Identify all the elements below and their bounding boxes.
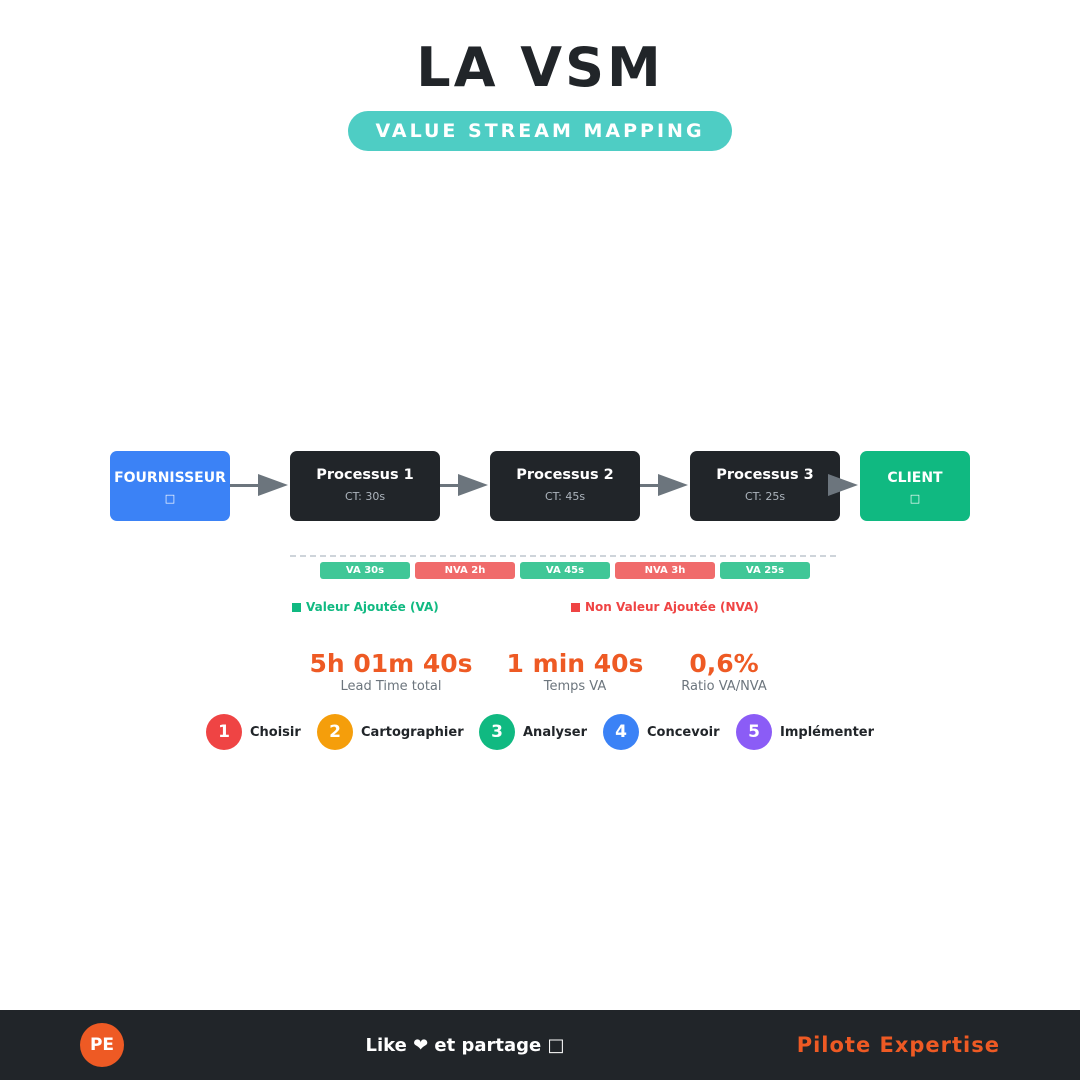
step-label: Analyser: [523, 724, 587, 740]
step-number: 4: [603, 714, 639, 750]
step-label: Implémenter: [780, 724, 875, 740]
step-label: Concevoir: [647, 724, 720, 740]
flow-arrow: [828, 474, 860, 498]
subtitle-badge: VALUE STREAM MAPPING: [348, 111, 732, 151]
timeline-segment-va: VA 30s: [320, 562, 410, 579]
step-number: 3: [479, 714, 515, 750]
step-1: 1 Choisir: [206, 714, 301, 750]
person-icon: □: [909, 492, 921, 505]
step-3: 3 Analyser: [479, 714, 587, 750]
metric-label: Lead Time total: [340, 679, 442, 694]
timeline-segment-nva: NVA 2h: [415, 562, 515, 579]
footer: PE Like ❤ et partage □ Pilote Expertise: [0, 1010, 1080, 1080]
client-node: CLIENT □: [860, 451, 970, 521]
process-node-1: Processus 1 CT: 30s: [290, 451, 440, 521]
step-label: Cartographier: [361, 724, 464, 740]
metric-value: 1 min 40s: [506, 649, 644, 678]
page-title: LA VSM: [416, 36, 664, 99]
flow-arrow: [640, 474, 690, 498]
process-label: Processus 3: [716, 466, 814, 483]
factory-icon: □: [164, 492, 176, 505]
legend-va-label: Valeur Ajoutée (VA): [306, 600, 439, 614]
legend-va: Valeur Ajoutée (VA): [292, 599, 439, 615]
step-number: 1: [206, 714, 242, 750]
timeline-segment-va: VA 25s: [720, 562, 810, 579]
metric-label: Temps VA: [543, 679, 607, 694]
metric-ratio: 0,6% Ratio VA/NVA: [669, 649, 779, 695]
brand-logo: PE: [80, 1023, 124, 1067]
metric-value: 0,6%: [689, 649, 759, 678]
process-node-3: Processus 3 CT: 25s: [690, 451, 840, 521]
legend-nva-label: Non Valeur Ajoutée (NVA): [585, 600, 759, 614]
step-number: 5: [736, 714, 772, 750]
cycle-time: CT: 45s: [544, 489, 586, 503]
legend-nva: Non Valeur Ajoutée (NVA): [571, 599, 759, 615]
va-swatch-icon: [292, 602, 301, 612]
flow-arrow: [440, 474, 490, 498]
step-5: 5 Implémenter: [736, 714, 874, 750]
step-number: 2: [317, 714, 353, 750]
supplier-label: FOURNISSEUR: [114, 470, 226, 486]
client-label: CLIENT: [887, 470, 943, 486]
cycle-time: CT: 30s: [344, 489, 386, 503]
flow-arrow: [230, 474, 290, 498]
timeline-segment-nva: NVA 3h: [615, 562, 715, 579]
process-label: Processus 2: [516, 466, 614, 483]
metric-label: Ratio VA/NVA: [681, 679, 767, 694]
metric-lead-time: 5h 01m 40s Lead Time total: [301, 649, 481, 695]
process-label: Processus 1: [316, 466, 414, 483]
supplier-node: FOURNISSEUR □: [110, 451, 230, 521]
step-4: 4 Concevoir: [603, 714, 720, 750]
brand-name: Pilote Expertise: [796, 1033, 1000, 1057]
metric-va-time: 1 min 40s Temps VA: [500, 649, 650, 695]
timeline-segment-va: VA 45s: [520, 562, 610, 579]
timeline-divider: [290, 555, 836, 557]
footer-cta: Like ❤ et partage □: [365, 1034, 565, 1056]
metric-value: 5h 01m 40s: [309, 649, 473, 678]
steps-row: 1 Choisir 2 Cartographier 3 Analyser 4 C…: [0, 714, 1080, 750]
cycle-time: CT: 25s: [744, 489, 786, 503]
process-node-2: Processus 2 CT: 45s: [490, 451, 640, 521]
step-2: 2 Cartographier: [317, 714, 464, 750]
step-label: Choisir: [250, 724, 301, 740]
nva-swatch-icon: [571, 602, 580, 612]
